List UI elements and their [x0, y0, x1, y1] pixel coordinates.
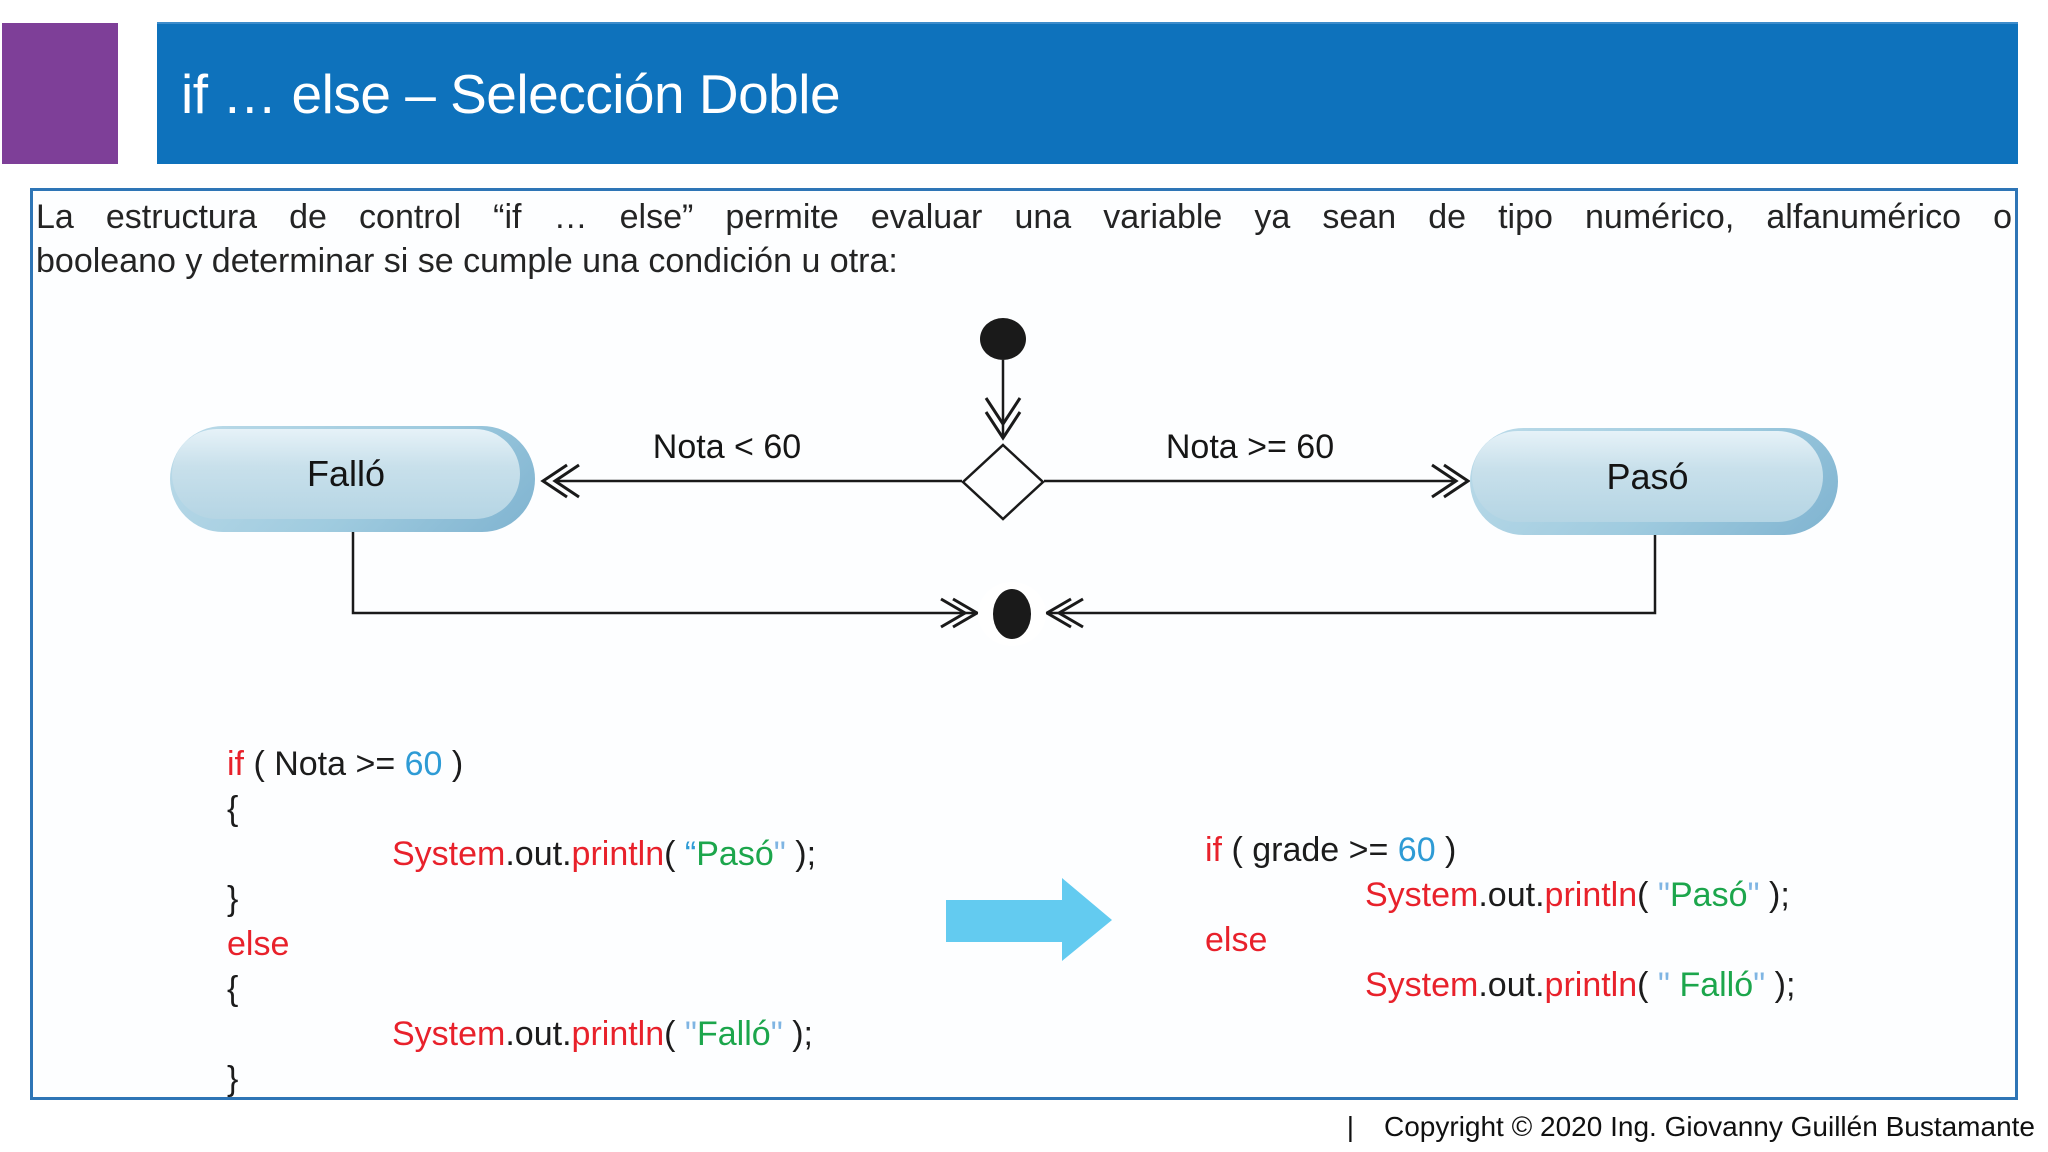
footer-separator: |	[1346, 1111, 1354, 1142]
code-line: System.out.println( “Pasó" );	[392, 835, 817, 873]
code-line: {	[227, 970, 239, 1008]
code-line: if ( Nota >= 60 )	[227, 745, 464, 783]
intro-text-line1: La estructura de control “if … else” per…	[36, 198, 2012, 236]
page-title: if … else – Selección Doble	[181, 63, 841, 125]
state-label-paso: Pasó	[1606, 455, 1689, 497]
state-node-fallo: Falló	[170, 426, 535, 532]
branch-label-fail: Nota < 60	[652, 428, 802, 466]
code-line: {	[227, 790, 239, 828]
code-line: if ( grade >= 60 )	[1205, 831, 1457, 869]
state-label-fallo: Falló	[306, 453, 386, 494]
state-node-fallo-face: Falló	[172, 429, 520, 519]
code-line: System.out.println( "Pasó" );	[1365, 876, 1790, 914]
code-line: }	[227, 880, 239, 918]
state-node-paso-face: Pasó	[1472, 431, 1823, 522]
copyright-text: Copyright © 2020 Ing. Giovanny Guillén B…	[1384, 1111, 2035, 1142]
code-block-no-braces: if ( grade >= 60 ) System.out.println( "P…	[1205, 828, 1795, 1008]
footer: | Copyright © 2020 Ing. Giovanny Guillén…	[1347, 1111, 2035, 1143]
accent-square	[2, 23, 118, 164]
code-block-braces: if ( Nota >= 60 ) { System.out.println( “P…	[227, 742, 816, 1102]
code-line: else	[1205, 921, 1268, 959]
code-line: System.out.println( "Falló" );	[392, 1015, 813, 1053]
code-line: }	[227, 1060, 239, 1098]
state-node-paso: Pasó	[1470, 428, 1838, 535]
title-bar: if … else – Selección Doble	[157, 22, 2018, 164]
code-line: else	[227, 925, 290, 963]
branch-label-pass: Nota >= 60	[1165, 428, 1335, 466]
intro-text-line2: booleano y determinar si se cumple una c…	[36, 242, 898, 280]
code-line: System.out.println( " Falló" );	[1365, 966, 1796, 1004]
